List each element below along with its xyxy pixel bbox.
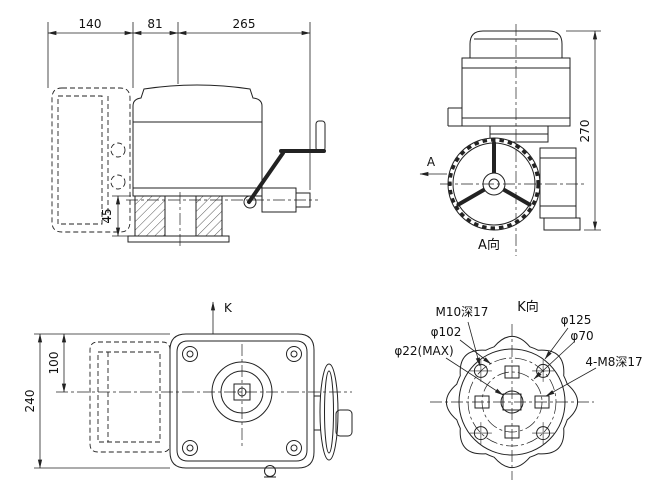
extension-lines <box>47 22 311 190</box>
view-caption-a: A向 <box>478 237 500 253</box>
flange-centerlines <box>430 324 594 480</box>
base-bore-hidden <box>164 198 197 234</box>
dim-label-81: 81 <box>147 17 162 31</box>
dim-label-100: 100 <box>47 352 61 375</box>
m10-hole-sw-ticks <box>469 422 492 445</box>
label-d102: φ102 <box>431 325 462 339</box>
corner-screw-center <box>290 444 298 452</box>
bolt-circle-102 <box>467 357 557 447</box>
m8-hole-west <box>474 395 490 409</box>
corner-screw-center <box>186 444 194 452</box>
stem-bore-22 <box>500 390 524 414</box>
motor-hidden-detail <box>110 142 126 158</box>
top-view: K 100 240 <box>23 301 353 478</box>
base-section-right <box>195 195 223 237</box>
label-m8: 4-M8深17 <box>585 355 642 369</box>
body-top-outline <box>169 333 315 469</box>
dim-label-45: 45 <box>100 208 114 223</box>
position-indicator-dome <box>264 465 276 477</box>
body-top-inner <box>176 340 308 462</box>
label-d70: φ70 <box>570 329 593 343</box>
section-label-k: K <box>224 301 233 315</box>
handwheel-edge-inner <box>324 370 334 454</box>
label-d125: φ125 <box>561 313 592 327</box>
handwheel-edge <box>319 363 339 461</box>
base-section-left <box>134 195 166 237</box>
housing-details <box>447 67 570 127</box>
extension-lines-45 <box>112 195 131 237</box>
leader-m8 <box>545 367 597 397</box>
top-centerlines <box>56 344 352 448</box>
corner-screw <box>286 346 302 362</box>
motor-top-hidden <box>89 341 171 453</box>
leader-d102 <box>459 339 492 365</box>
front-centerlines <box>440 24 584 256</box>
flange-lobed-outline <box>445 335 579 469</box>
dim-label-240: 240 <box>23 390 37 413</box>
leader-m10 <box>467 321 481 367</box>
flange-view: M10深17 K向 φ125 φ102 φ70 φ22(MAX) 4-M8深17 <box>394 299 643 480</box>
leader-d125 <box>544 327 569 360</box>
drive-bush-square <box>502 393 522 411</box>
label-m10: M10深17 <box>436 305 489 319</box>
raised-face-circle-125 <box>458 348 566 456</box>
label-d22: φ22(MAX) <box>394 344 453 358</box>
actuator-body-outline <box>132 84 263 197</box>
corner-screw-center <box>186 350 194 358</box>
leader-d22 <box>445 357 504 396</box>
base-flange <box>127 196 230 243</box>
dim-label-270: 270 <box>578 120 592 143</box>
crank-grip <box>315 120 326 152</box>
section-label-a: A <box>427 155 436 169</box>
crank-pivot <box>243 195 257 209</box>
m8-hole-east <box>534 395 550 409</box>
mounting-bracket <box>539 147 581 231</box>
m10-hole-se-ticks <box>532 422 555 445</box>
corner-screw <box>182 440 198 456</box>
corner-screw-center <box>290 350 298 358</box>
housing-neck <box>489 126 549 143</box>
corner-screw <box>286 440 302 456</box>
m8-hole-north <box>504 365 520 379</box>
corner-screw <box>182 346 198 362</box>
motor-hidden-outline <box>51 87 131 233</box>
dim-label-140: 140 <box>79 17 102 31</box>
bolt-circle-70 <box>481 371 543 433</box>
leader-d70 <box>533 341 575 380</box>
wheel-grip-knob <box>335 409 353 437</box>
extension-lines-topview <box>34 333 170 469</box>
crank-arm <box>247 151 285 204</box>
motor-hidden-detail <box>110 174 126 190</box>
handwheel-spokes <box>456 141 532 207</box>
m10-hole-nw-ticks <box>469 359 492 382</box>
m8-hole-south <box>504 425 520 439</box>
view-caption-k: K向 <box>517 299 539 315</box>
front-view: A 270 A向 <box>419 24 601 256</box>
side-centerlines <box>126 192 318 246</box>
side-view: 140 81 265 45 <box>47 17 326 246</box>
dim-label-265: 265 <box>233 17 256 31</box>
